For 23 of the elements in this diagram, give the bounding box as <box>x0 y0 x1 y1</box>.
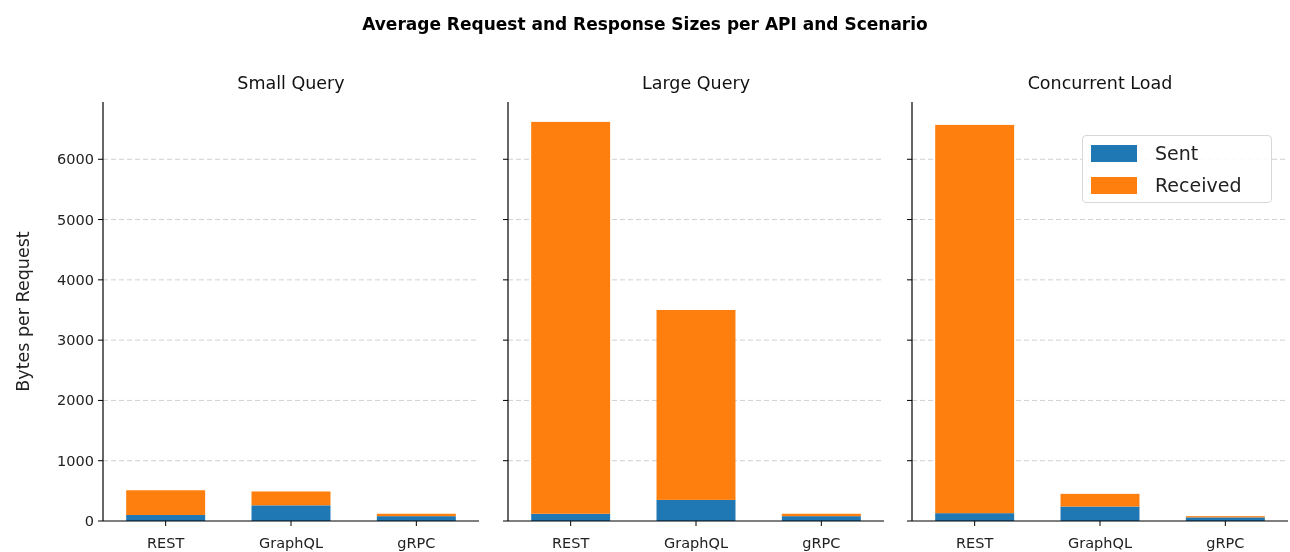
chart-title: Small Query <box>237 73 345 93</box>
chart-title: Average Request and Response Sizes per API and Scenario <box>361 13 929 36</box>
tick-label: 4000 <box>57 271 94 288</box>
tick-label: GraphQL <box>664 535 728 551</box>
tick-label: gRPC <box>397 535 436 551</box>
tick-label: 6000 <box>57 151 94 168</box>
tick-label: GraphQL <box>1068 535 1132 551</box>
tick-label: REST <box>552 535 590 551</box>
tick-label: 0 <box>84 513 94 529</box>
chart-title: Concurrent Load <box>1027 73 1173 93</box>
tick-label: gRPC <box>1206 535 1245 551</box>
tick-label: GraphQL <box>259 535 323 551</box>
tick-label: REST <box>956 535 994 551</box>
axis-title: Bytes per Request <box>13 231 33 392</box>
tick-label: gRPC <box>802 535 841 551</box>
tick-label: 1000 <box>57 452 94 469</box>
legend-label: Received <box>1155 173 1242 198</box>
tick-label: 3000 <box>57 332 94 349</box>
tick-label: 5000 <box>57 211 94 228</box>
tick-label: 2000 <box>57 392 94 409</box>
chart-title: Large Query <box>642 73 750 93</box>
tick-label: REST <box>147 535 185 551</box>
legend-label: Sent <box>1155 141 1199 166</box>
